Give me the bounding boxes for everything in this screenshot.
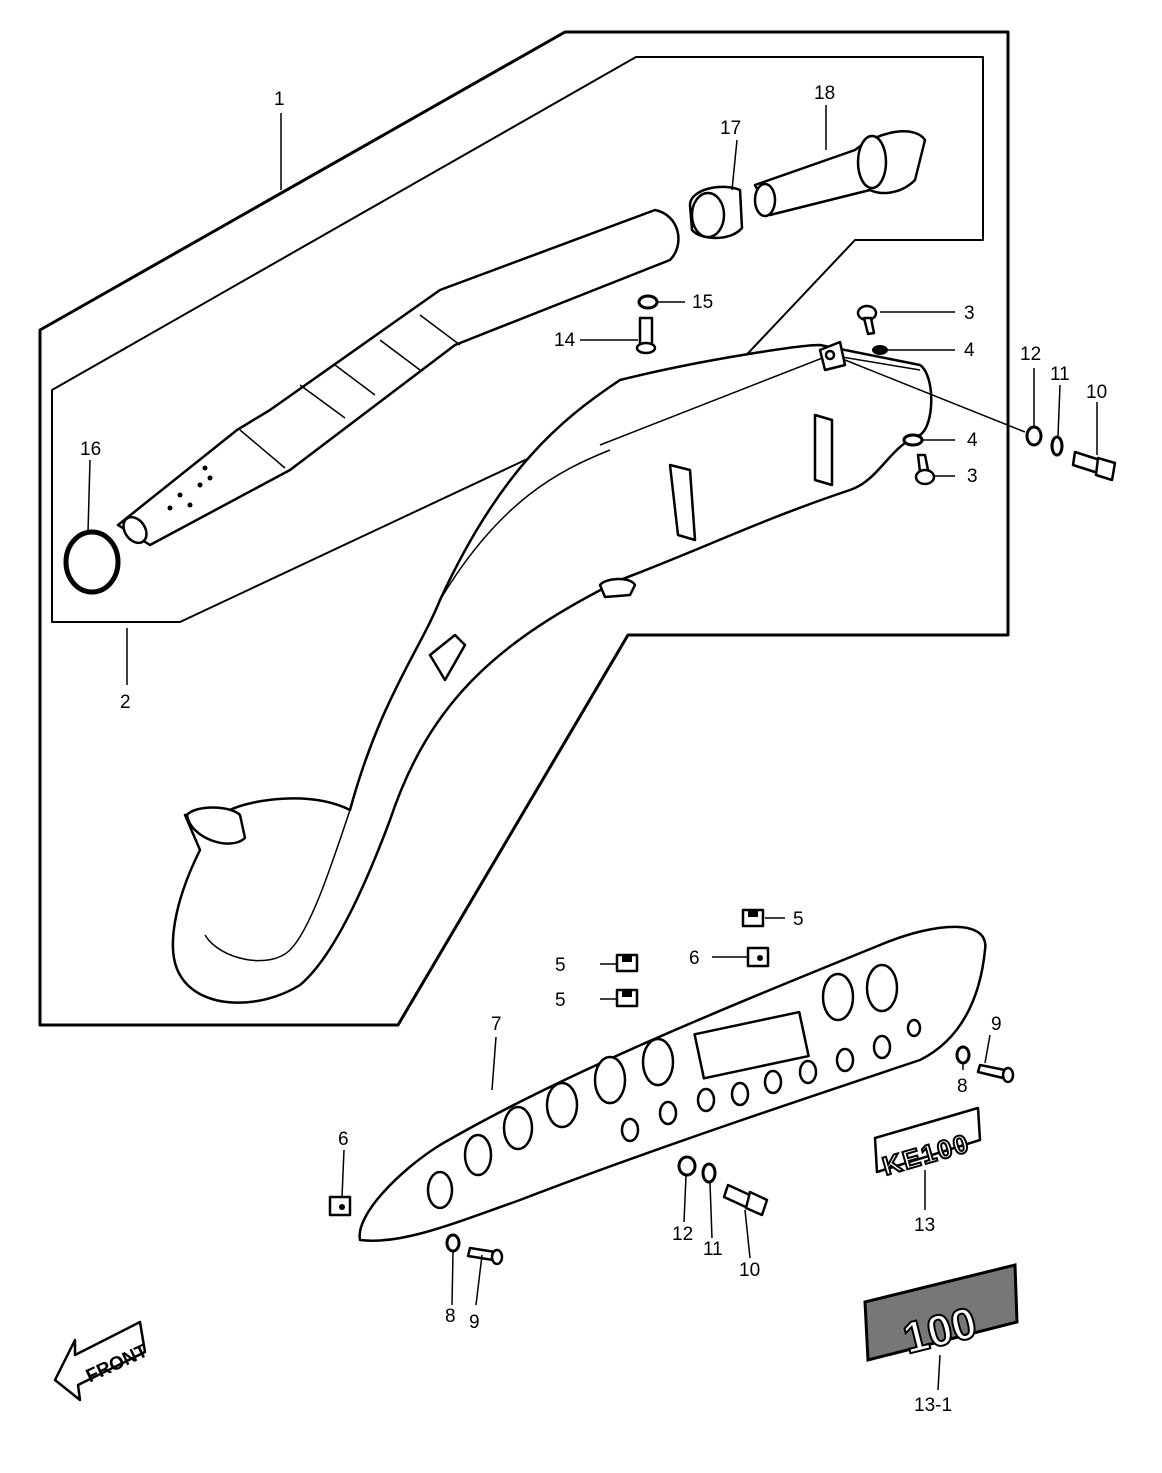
callout-6-left: 6 — [338, 1129, 349, 1150]
callout-5-low: 5 — [555, 990, 566, 1011]
washer-8-left — [445, 1233, 461, 1253]
callout-13-1: 13-1 — [914, 1395, 952, 1416]
callout-4-upper: 4 — [964, 340, 975, 361]
callout-2: 2 — [120, 692, 131, 713]
washer-15 — [637, 294, 659, 310]
emblem-ke100: KE100 — [873, 1106, 982, 1182]
callout-10-upper: 10 — [1086, 382, 1107, 403]
callout-3-lower: 3 — [967, 466, 978, 487]
bolt-3-lower — [914, 453, 936, 486]
bolt-14 — [635, 316, 657, 355]
spark-arrester-tube — [753, 130, 927, 218]
washer-12-lower — [677, 1155, 697, 1177]
washer-4-lower — [902, 433, 924, 447]
callout-11-upper: 11 — [1050, 364, 1070, 385]
front-arrow: FRONT — [53, 1320, 151, 1402]
lock-washer-11-upper — [1050, 435, 1064, 457]
screw-9-right — [976, 1063, 1015, 1084]
callout-16: 16 — [80, 439, 101, 460]
callout-9-left: 9 — [469, 1312, 480, 1333]
washer-12-upper — [1025, 425, 1043, 447]
callout-8-left: 8 — [445, 1306, 456, 1327]
callout-17: 17 — [720, 118, 741, 139]
assembly-1-outline — [38, 30, 1010, 1027]
clip-5-mid — [615, 953, 639, 973]
callout-9-right: 9 — [991, 1014, 1002, 1035]
callout-18: 18 — [814, 83, 835, 104]
callout-13: 13 — [914, 1215, 935, 1236]
nut-6-right — [746, 946, 770, 968]
callout-1: 1 — [274, 89, 285, 110]
callout-5-mid: 5 — [555, 955, 566, 976]
bolt-3-upper — [856, 304, 878, 336]
bushing-17 — [688, 185, 744, 240]
bolt-10-upper — [1071, 450, 1117, 482]
callout-5-top: 5 — [793, 909, 804, 930]
callout-7: 7 — [491, 1014, 502, 1035]
screw-9-left — [466, 1246, 504, 1266]
washer-8-right — [955, 1045, 971, 1065]
callout-6-right: 6 — [689, 948, 700, 969]
lock-washer-11-lower — [701, 1162, 717, 1184]
washer-4-upper — [872, 345, 888, 355]
clip-5-low — [615, 988, 639, 1008]
bolt-10-lower — [722, 1183, 769, 1217]
callout-14: 14 — [554, 330, 576, 351]
callout-12-upper: 12 — [1020, 344, 1041, 365]
muffler-body — [171, 340, 933, 1004]
callout-11-lower: 11 — [703, 1239, 723, 1260]
gasket-ring — [63, 529, 121, 595]
leader-lines — [87, 105, 1098, 1391]
callout-10-lower: 10 — [739, 1260, 760, 1281]
muffler-inner-pipe — [116, 208, 680, 547]
callout-4-lower: 4 — [967, 430, 978, 451]
callout-12-lower: 12 — [672, 1224, 693, 1245]
emblem-100: 100 — [863, 1263, 1019, 1365]
heat-guard — [358, 925, 987, 1242]
callout-15: 15 — [692, 292, 713, 313]
clip-5-top — [741, 908, 765, 928]
callout-3-upper: 3 — [964, 303, 975, 324]
callout-labels: 1 2 3 4 4 3 12 11 10 17 18 15 14 16 5 5 … — [80, 83, 1107, 1416]
callout-8-right: 8 — [957, 1076, 968, 1097]
nut-6-left — [328, 1195, 352, 1217]
assembly-2-outline — [51, 56, 984, 623]
